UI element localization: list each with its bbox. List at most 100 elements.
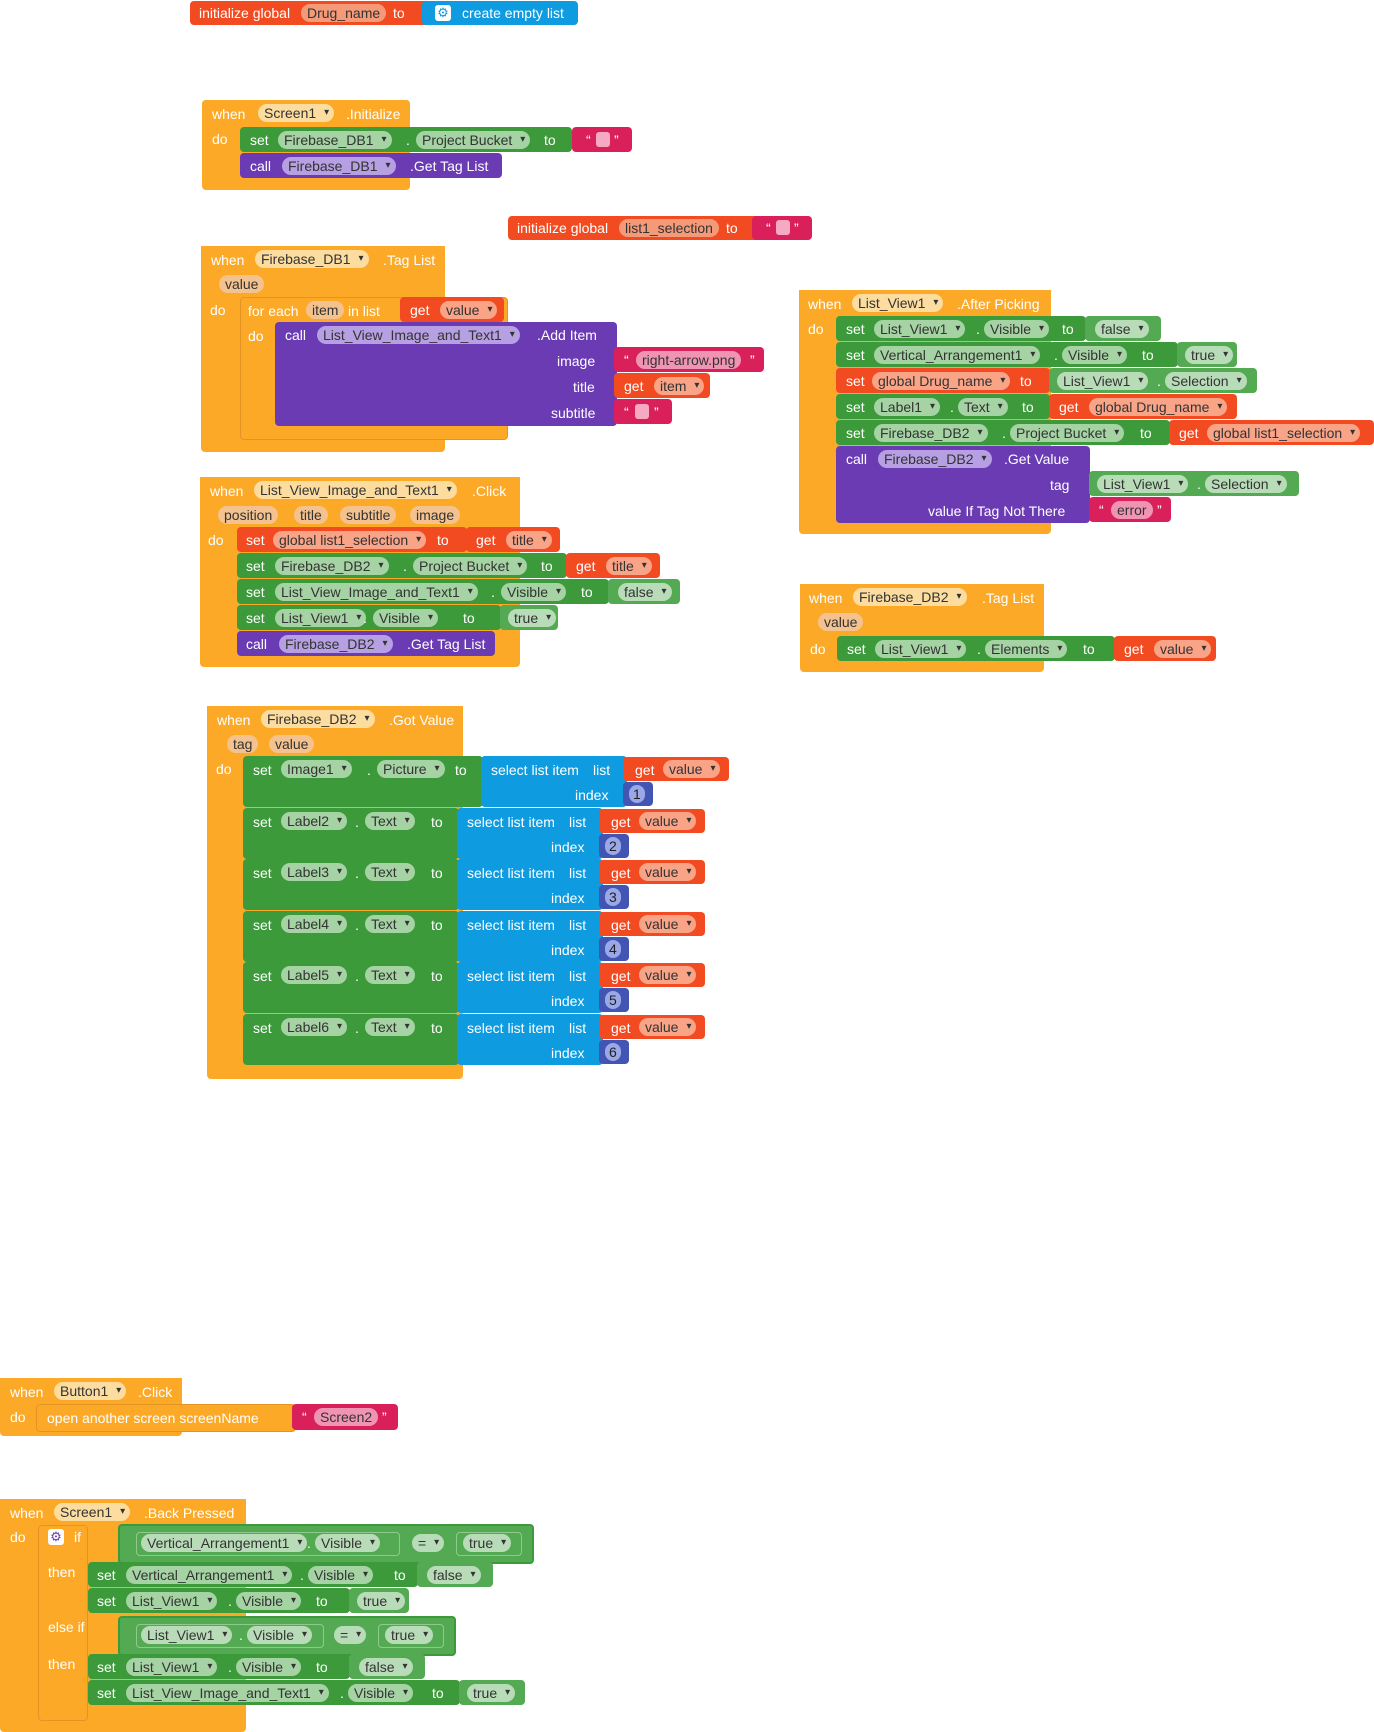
get-global-list1-block[interactable]: get global list1_selection	[1169, 420, 1374, 445]
get-dropdown[interactable]: value	[639, 1018, 697, 1036]
get-dropdown[interactable]: global list1_selection	[1207, 424, 1361, 442]
param-value[interactable]: value	[269, 735, 315, 753]
set-vertical-arrangement-visible-block[interactable]: set Vertical_Arrangement1 . Visible to	[836, 342, 1178, 367]
error-text-block[interactable]: “ error ”	[1089, 497, 1171, 522]
error-text-value[interactable]: error	[1111, 501, 1153, 519]
set-global-list1-block[interactable]: set global list1_selection to	[237, 527, 467, 552]
index-value[interactable]: 6	[605, 1043, 621, 1061]
gear-icon[interactable]: ⚙	[435, 5, 451, 21]
component-dropdown[interactable]: Firebase_DB2	[874, 424, 988, 442]
property-dropdown[interactable]: Visible	[247, 1626, 312, 1644]
set-project-bucket-block[interactable]: set Firebase_DB1 . Project Bucket to	[240, 127, 572, 152]
call-db2-get-value-block[interactable]: call Firebase_DB2 .Get Value tag value I…	[836, 446, 1090, 523]
property-dropdown[interactable]: Text	[365, 812, 415, 830]
boolean-dropdown[interactable]: true	[357, 1592, 406, 1610]
component-dropdown[interactable]: Label3	[281, 863, 348, 881]
component-dropdown[interactable]: Firebase_DB1	[282, 157, 396, 175]
property-dropdown[interactable]: Picture	[377, 760, 445, 778]
listview1-selection-tag[interactable]: List_View1 . Selection	[1089, 471, 1299, 496]
boolean-dropdown[interactable]: true	[1185, 346, 1234, 364]
index-number-block[interactable]: 2	[599, 834, 629, 858]
property-dropdown[interactable]: Visible	[236, 1658, 301, 1676]
index-value[interactable]: 5	[605, 991, 621, 1009]
component-dropdown[interactable]: List_View1	[874, 320, 966, 338]
operator-dropdown[interactable]: =	[334, 1626, 367, 1644]
property-dropdown[interactable]: Visible	[984, 320, 1049, 338]
component-dropdown[interactable]: Firebase_DB2	[279, 635, 393, 653]
property-dropdown[interactable]: Elements	[985, 640, 1068, 658]
index-number-block[interactable]: 5	[599, 988, 629, 1012]
set-listview1-visible-block-2[interactable]: set List_View1 . Visible to	[88, 1654, 350, 1679]
set-db2-bucket-block[interactable]: set Firebase_DB2 . Project Bucket to	[836, 420, 1170, 445]
component-dropdown[interactable]: List_View1	[126, 1658, 218, 1676]
get-dropdown[interactable]: item	[654, 377, 705, 395]
va1-visible-getter[interactable]: Vertical_Arrangement1 . Visible	[136, 1532, 400, 1556]
compare-block[interactable]: Vertical_Arrangement1 . Visible = true	[118, 1524, 534, 1564]
get-dropdown[interactable]: title	[606, 557, 652, 575]
get-dropdown[interactable]: value	[639, 915, 697, 933]
gear-icon[interactable]: ⚙	[48, 1529, 64, 1545]
get-dropdown[interactable]: value	[440, 301, 498, 319]
property-dropdown[interactable]: Visible	[501, 583, 566, 601]
property-dropdown[interactable]: Text	[365, 966, 415, 984]
true-block[interactable]: true	[459, 1680, 525, 1705]
component-dropdown[interactable]: Label2	[281, 812, 348, 830]
get-dropdown[interactable]: value	[1154, 640, 1212, 658]
boolean-dropdown[interactable]: true	[463, 1534, 512, 1552]
index-value[interactable]: 2	[605, 837, 621, 855]
index-value[interactable]: 3	[605, 888, 621, 906]
component-dropdown[interactable]: List_View1	[875, 640, 967, 658]
var-dropdown[interactable]: global list1_selection	[273, 531, 427, 549]
set-global-drug-name-block[interactable]: set global Drug_name to	[836, 368, 1050, 393]
param-image[interactable]: image	[410, 506, 461, 524]
loop-var-item[interactable]: item	[306, 301, 345, 319]
set-listview1-elements-block[interactable]: set List_View1 . Elements to	[837, 636, 1115, 661]
init-drug-name-block[interactable]: initialize global Drug_name to	[190, 1, 428, 25]
get-dropdown[interactable]: global Drug_name	[1089, 398, 1228, 416]
get-title-block[interactable]: get title	[466, 527, 560, 552]
set-db2-bucket-block[interactable]: set Firebase_DB2 . Project Bucket to	[237, 553, 567, 578]
call-db2-get-tag-list-block[interactable]: call Firebase_DB2 .Get Tag List	[237, 631, 495, 656]
screen1-dropdown[interactable]: Screen1	[258, 104, 335, 122]
property-dropdown[interactable]: Visible	[1062, 346, 1127, 364]
component-dropdown[interactable]: Button1	[54, 1382, 127, 1400]
call-add-item-block[interactable]: call List_View_Image_and_Text1 .Add Item…	[275, 322, 617, 426]
empty-text-block[interactable]: “ ”	[572, 127, 632, 152]
true-block[interactable]: true	[456, 1532, 522, 1556]
get-value-block[interactable]: get value	[400, 297, 504, 322]
screen2-text-value[interactable]: Screen2	[314, 1408, 379, 1426]
true-block[interactable]: true	[500, 605, 558, 630]
text-value-empty[interactable]	[596, 132, 610, 147]
component-dropdown[interactable]: List_View_Image_and_Text1	[275, 583, 478, 601]
index-value[interactable]: 1	[629, 785, 645, 803]
param-title[interactable]: title	[294, 506, 328, 524]
property-dropdown[interactable]: Project Bucket	[413, 557, 528, 575]
property-dropdown[interactable]: Text	[958, 398, 1008, 416]
get-global-drug-name-block[interactable]: get global Drug_name	[1049, 394, 1237, 419]
property-dropdown[interactable]: Visible	[348, 1684, 413, 1702]
component-dropdown[interactable]: Firebase_DB2	[853, 588, 967, 606]
drug-name-var[interactable]: Drug_name	[301, 4, 387, 22]
boolean-dropdown[interactable]: true	[385, 1626, 434, 1644]
index-number-block[interactable]: 3	[599, 885, 629, 909]
compare-block-2[interactable]: List_View1 . Visible = true	[118, 1616, 456, 1656]
component-dropdown[interactable]: Firebase_DB1	[278, 131, 392, 149]
listview1-visible-getter[interactable]: List_View1 . Visible	[136, 1624, 324, 1648]
set-label1-text-block[interactable]: set Label1 . Text to	[836, 394, 1050, 419]
component-dropdown[interactable]: List_View1	[126, 1592, 218, 1610]
false-block[interactable]: false	[349, 1654, 425, 1679]
text-value-empty[interactable]	[635, 404, 649, 419]
get-dropdown[interactable]: value	[639, 812, 697, 830]
call-get-tag-list-block[interactable]: call Firebase_DB1 .Get Tag List	[240, 153, 502, 178]
image-text-value[interactable]: right-arrow.png	[636, 351, 742, 369]
